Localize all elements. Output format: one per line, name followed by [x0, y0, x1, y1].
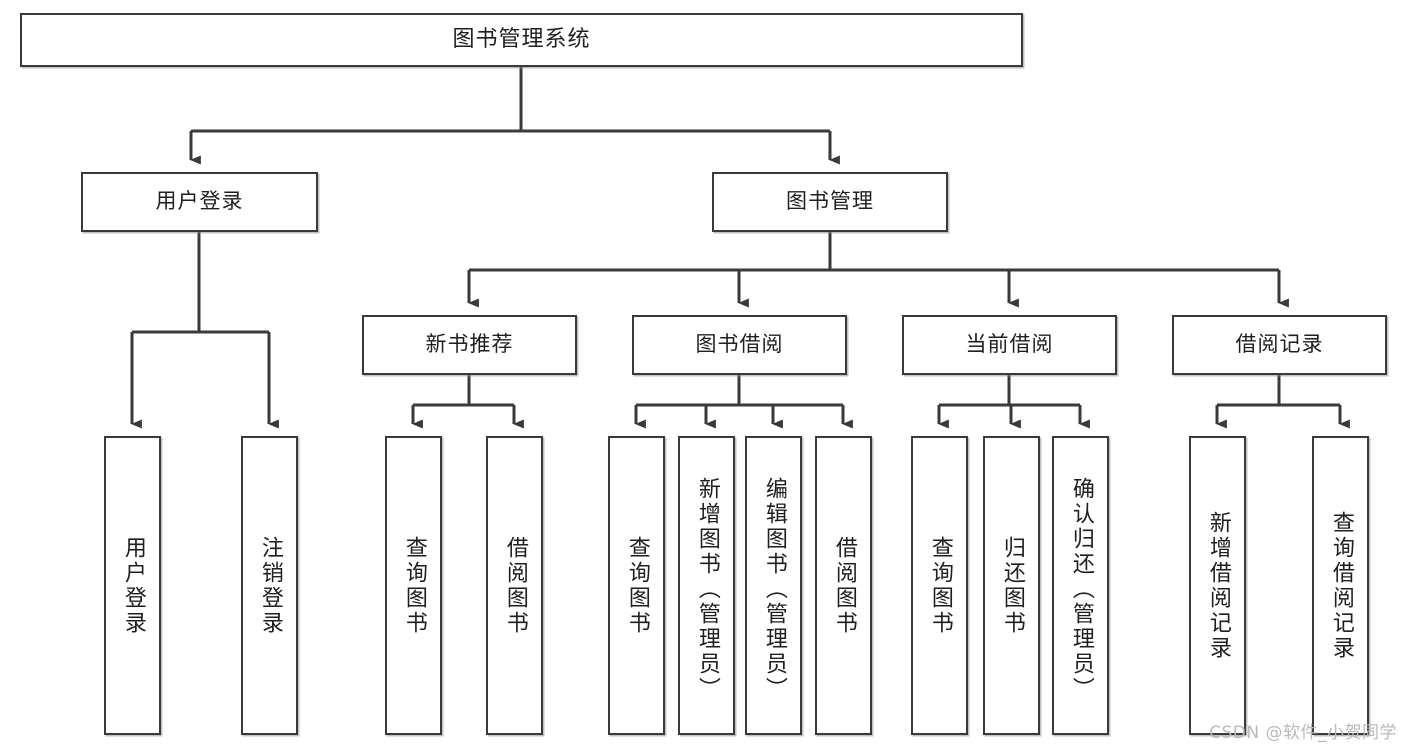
leaf-query-book-newbook[interactable]: 查询图书	[385, 436, 442, 735]
leaf-query-borrow-record[interactable]: 查询借阅记录	[1312, 436, 1369, 735]
leaf-query-book-newbook-label: 查询图书	[401, 535, 427, 636]
leaf-user-login[interactable]: 用户登录	[104, 436, 161, 735]
leaf-confirm-return-admin[interactable]: 确认归还（管理员）	[1052, 436, 1109, 735]
leaf-return-book-label: 归还图书	[999, 535, 1025, 636]
node-current-borrow-label: 当前借阅	[965, 332, 1054, 357]
leaf-logout[interactable]: 注销登录	[241, 436, 298, 735]
node-borrow-record[interactable]: 借阅记录	[1172, 315, 1387, 375]
leaf-query-book-current-label: 查询图书	[927, 535, 953, 636]
node-new-book-recommend[interactable]: 新书推荐	[362, 315, 577, 375]
leaf-add-borrow-record-label: 新增借阅记录	[1205, 510, 1231, 661]
node-borrow-record-label: 借阅记录	[1235, 332, 1324, 357]
leaf-borrow-book-newbook-label: 借阅图书	[502, 535, 528, 636]
node-root-label: 图书管理系统	[452, 26, 591, 52]
node-user-login[interactable]: 用户登录	[81, 172, 318, 232]
leaf-user-login-label: 用户登录	[120, 535, 146, 636]
leaf-logout-label: 注销登录	[257, 535, 283, 636]
leaf-return-book[interactable]: 归还图书	[983, 436, 1040, 735]
watermark: CSDN @软件_小贺同学	[1209, 723, 1397, 743]
leaf-query-borrow-record-label: 查询借阅记录	[1328, 510, 1354, 661]
leaf-borrow-book-borrow-label: 借阅图书	[831, 535, 857, 636]
leaf-confirm-return-admin-label: 确认归还（管理员）	[1068, 477, 1094, 702]
node-user-login-label: 用户登录	[155, 189, 244, 214]
node-new-book-recommend-label: 新书推荐	[425, 332, 514, 357]
node-book-management[interactable]: 图书管理	[712, 172, 948, 232]
leaf-add-borrow-record[interactable]: 新增借阅记录	[1189, 436, 1246, 735]
node-root[interactable]: 图书管理系统	[20, 13, 1023, 67]
leaf-edit-book-admin[interactable]: 编辑图书（管理员）	[745, 436, 802, 735]
leaf-edit-book-admin-label: 编辑图书（管理员）	[761, 477, 787, 702]
node-book-management-label: 图书管理	[786, 189, 874, 214]
leaf-query-book-borrow-label: 查询图书	[624, 535, 650, 636]
leaf-query-book-current[interactable]: 查询图书	[911, 436, 968, 735]
leaf-borrow-book-newbook[interactable]: 借阅图书	[486, 436, 543, 735]
node-book-borrow-label: 图书借阅	[695, 332, 784, 357]
node-book-borrow[interactable]: 图书借阅	[632, 315, 847, 375]
leaf-borrow-book-borrow[interactable]: 借阅图书	[815, 436, 872, 735]
leaf-add-book-admin[interactable]: 新增图书（管理员）	[678, 436, 735, 735]
leaf-add-book-admin-label: 新增图书（管理员）	[694, 477, 720, 702]
node-current-borrow[interactable]: 当前借阅	[902, 315, 1117, 375]
leaf-query-book-borrow[interactable]: 查询图书	[608, 436, 665, 735]
